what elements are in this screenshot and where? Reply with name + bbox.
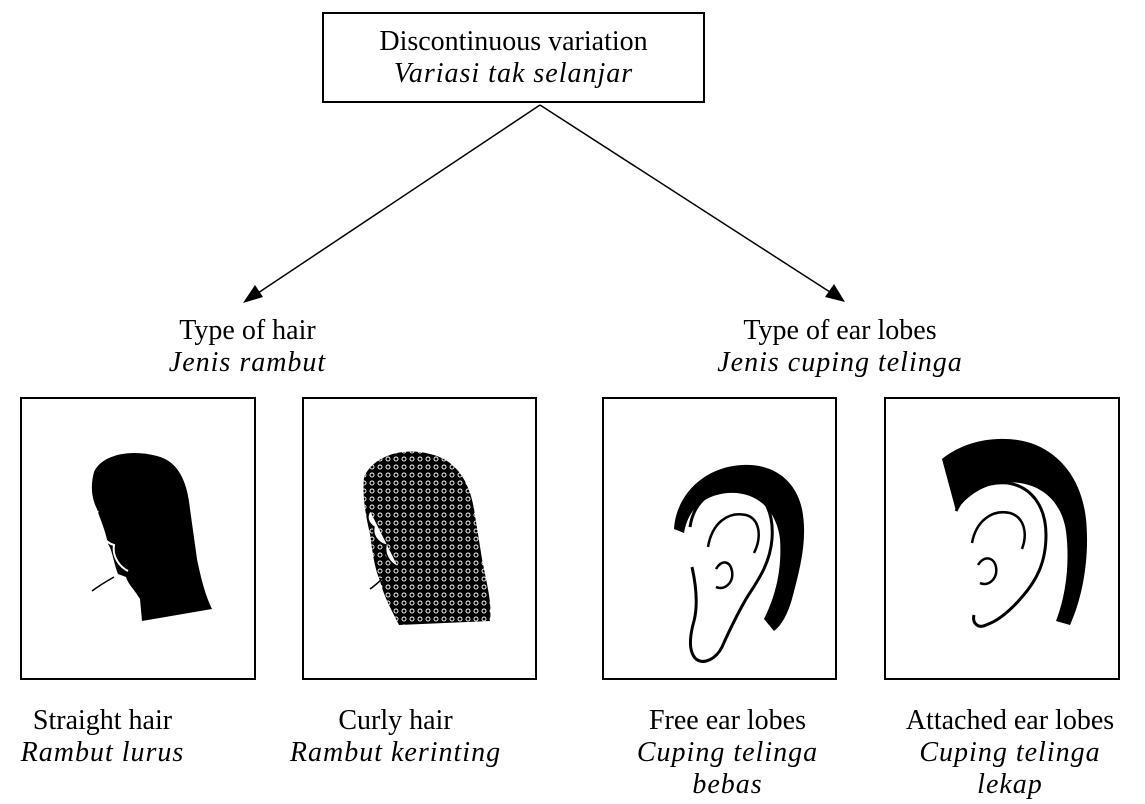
group-subtitle: Jenis rambut [120,347,375,379]
caption-sublabel-line2: bebas [605,769,850,801]
caption-attached-ear-lobes: Attached ear lobes Cuping telinga lekap [875,705,1145,801]
group-heading-hair: Type of hair Jenis rambut [120,315,375,379]
caption-sublabel-line2: lekap [875,769,1145,801]
caption-curly-hair: Curly hair Rambut kerinting [268,705,523,769]
group-title: Type of hair [120,315,375,347]
arrow-to-hair [255,105,540,295]
caption-free-ear-lobes: Free ear lobes Cuping telinga bebas [605,705,850,801]
caption-label: Straight hair [5,705,200,737]
straight-hair-frame [20,397,256,680]
group-heading-ear-lobes: Type of ear lobes Jenis cuping telinga [680,315,1000,379]
straight-hair-icon [22,399,254,678]
group-title: Type of ear lobes [680,315,1000,347]
attached-ear-lobe-icon [886,399,1118,678]
curly-hair-frame [302,397,537,680]
attached-ear-lobes-frame [884,397,1120,680]
caption-sublabel: Rambut lurus [5,737,200,769]
caption-straight-hair: Straight hair Rambut lurus [5,705,200,769]
connector-arrows [0,0,1145,320]
caption-sublabel: Rambut kerinting [268,737,523,769]
group-subtitle: Jenis cuping telinga [680,347,1000,379]
caption-sublabel-line1: Cuping telinga [605,737,850,769]
arrowhead-hair [243,285,263,303]
free-ear-lobes-frame [602,397,837,680]
caption-sublabel-line1: Cuping telinga [875,737,1145,769]
caption-label: Free ear lobes [605,705,850,737]
free-ear-lobe-icon [604,399,835,678]
caption-label: Curly hair [268,705,523,737]
curly-hair-icon [304,399,535,678]
arrow-to-ear [540,105,833,294]
caption-label: Attached ear lobes [875,705,1145,737]
arrowhead-ear [825,284,845,302]
